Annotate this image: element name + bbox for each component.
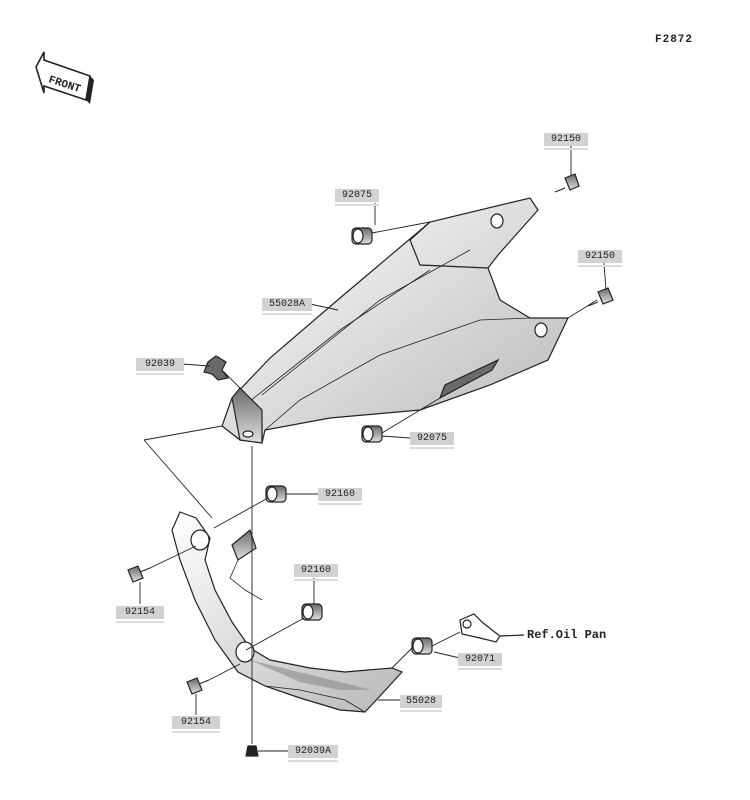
ref-oil-pan-label: Ref.Oil Pan bbox=[527, 628, 607, 642]
part-label-92071[interactable]: 92071 bbox=[458, 653, 502, 670]
clip-92039 bbox=[203, 355, 230, 381]
lower-side-cover bbox=[171, 511, 404, 713]
grommet-92075-top bbox=[351, 227, 373, 245]
part-label-92160-top[interactable]: 92160 bbox=[318, 488, 362, 505]
part-label-55028a[interactable]: 55028A bbox=[262, 298, 312, 315]
part-label-92075-lower[interactable]: 92075 bbox=[410, 432, 454, 449]
clip-92039a bbox=[245, 745, 259, 757]
figure-code: F2872 bbox=[655, 34, 694, 46]
grommet-92071 bbox=[411, 637, 433, 655]
part-label-92154-lower[interactable]: 92154 bbox=[172, 716, 220, 733]
part-label-92039[interactable]: 92039 bbox=[136, 358, 184, 375]
grommet-92075-lower bbox=[361, 425, 383, 443]
part-label-92154-upper[interactable]: 92154 bbox=[116, 606, 164, 623]
upper-side-cover bbox=[221, 197, 569, 444]
part-label-92150-top[interactable]: 92150 bbox=[544, 133, 588, 150]
front-arrow-icon: FRONT bbox=[35, 51, 94, 104]
oil-pan-bracket bbox=[459, 613, 525, 643]
bolt-92154-upper bbox=[127, 565, 151, 583]
bolt-92150-top bbox=[554, 173, 580, 193]
bolt-92150-right bbox=[587, 287, 614, 307]
part-label-92160-lower[interactable]: 92160 bbox=[294, 564, 338, 581]
part-label-92150-right[interactable]: 92150 bbox=[578, 250, 622, 267]
leader-lines bbox=[139, 146, 607, 752]
grommet-92160-lower bbox=[301, 603, 323, 621]
part-label-55028[interactable]: 55028 bbox=[400, 695, 442, 712]
bolt-92154-lower bbox=[186, 677, 210, 695]
grommet-92160-top bbox=[265, 485, 287, 503]
part-label-92075-top[interactable]: 92075 bbox=[335, 189, 379, 206]
part-label-92039a[interactable]: 92039A bbox=[288, 745, 338, 762]
